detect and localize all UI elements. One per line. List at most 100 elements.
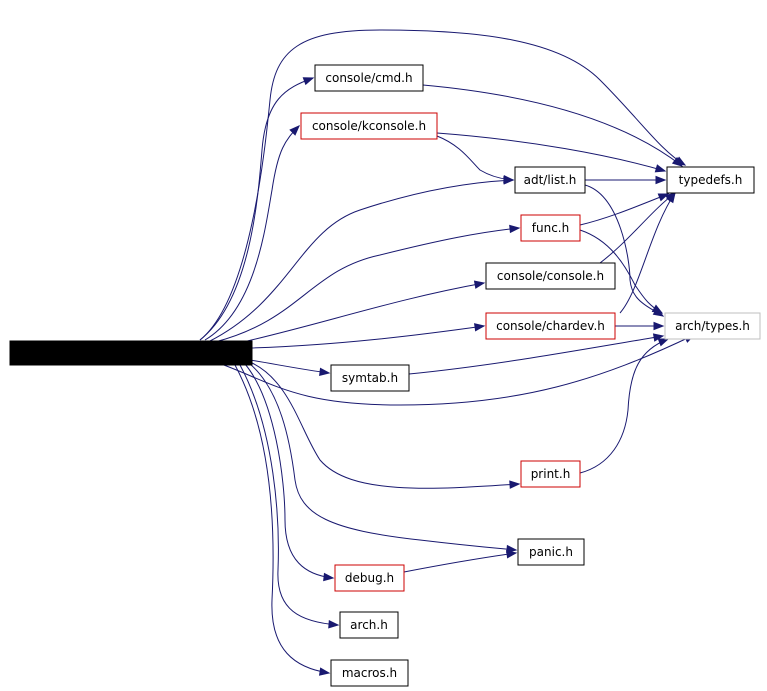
edge-line [579, 338, 669, 474]
edge-line [239, 364, 339, 626]
edge-root-to-chardev [251, 323, 486, 349]
node-box [314, 64, 424, 92]
node-print[interactable]: print.h [520, 460, 581, 488]
node-root[interactable]: kernel/generic/src/console/kconsole.c [9, 340, 253, 366]
arrowhead-icon [474, 323, 486, 332]
arrowhead-icon [509, 224, 521, 234]
edge-symtab-to-types [408, 333, 665, 375]
node-typedefs[interactable]: typedefs.h [666, 166, 755, 194]
edge-print-to-types [579, 338, 670, 474]
edge-line [249, 359, 330, 374]
edge-root-to-list [209, 176, 515, 342]
node-console[interactable]: console/console.h [485, 262, 616, 290]
node-label: print.h [531, 467, 571, 481]
node-box [514, 166, 586, 194]
arrowhead-icon [323, 572, 335, 582]
node-box [485, 262, 616, 290]
node-label: console/kconsole.h [312, 119, 426, 133]
node-label: console/cmd.h [325, 71, 412, 85]
edge-line [199, 29, 686, 341]
node-layer: kernel/generic/src/console/kconsole.c con… [9, 64, 761, 687]
node-label: typedefs.h [679, 173, 743, 187]
edge-line [234, 364, 330, 674]
edge-line [584, 184, 664, 317]
node-func[interactable]: func.h [520, 214, 581, 242]
edge-line [229, 282, 485, 346]
edge-line [436, 135, 514, 181]
edge-line [209, 179, 514, 342]
node-box [666, 166, 755, 194]
edge-chardev-to-types [615, 321, 665, 331]
node-label: panic.h [529, 545, 573, 559]
node-box [334, 564, 405, 592]
arrowhead-icon [289, 125, 300, 136]
edge-line [204, 125, 300, 341]
edge-root-to-macros [234, 364, 331, 676]
edge-root-to-symtab [249, 359, 331, 377]
edge-layer [199, 29, 696, 676]
edge-line [422, 84, 683, 167]
node-macros[interactable]: macros.h [330, 659, 409, 687]
arrowhead-icon [657, 338, 670, 347]
node-symtab[interactable]: symtab.h [330, 364, 410, 392]
node-box [300, 112, 438, 140]
node-label: arch/types.h [675, 319, 750, 333]
node-box [330, 364, 410, 392]
node-label: macros.h [342, 666, 397, 680]
edge-list-to-typedefs [585, 175, 667, 185]
node-label: adt/list.h [524, 173, 577, 187]
node-box [520, 214, 581, 242]
edge-line [214, 227, 520, 343]
node-types[interactable]: arch/types.h [664, 312, 761, 340]
node-arch[interactable]: arch.h [339, 611, 399, 639]
node-box [517, 538, 585, 566]
arrowhead-icon [506, 550, 518, 559]
edge-line [619, 192, 676, 314]
edge-line [436, 132, 666, 172]
node-label: arch.h [350, 618, 388, 632]
edge-root-to-types [209, 334, 696, 406]
edge-list-to-types [584, 184, 665, 317]
node-box [485, 312, 616, 340]
arrowhead-icon [652, 333, 665, 342]
edge-root-to-arch [239, 364, 340, 629]
node-box [330, 659, 409, 687]
node-label: console/chardev.h [496, 319, 605, 333]
edge-func-to-typedefs [579, 193, 670, 226]
node-kconsole[interactable]: console/kconsole.h [300, 112, 438, 140]
edge-line [403, 552, 517, 573]
node-label: func.h [532, 221, 569, 235]
arrowhead-icon [655, 175, 667, 185]
edge-kconsole-to-typedefs [436, 132, 667, 173]
arrowhead-icon [651, 304, 664, 314]
edge-line [244, 363, 334, 579]
edge-line [249, 361, 520, 489]
node-box [664, 312, 761, 340]
edge-root-to-kconsole [204, 125, 300, 341]
edge-root-to-cmd [199, 77, 315, 341]
edge-line [408, 335, 664, 375]
arrowhead-icon [654, 164, 667, 173]
arrowhead-icon [509, 480, 521, 489]
node-chardev[interactable]: console/chardev.h [485, 312, 616, 340]
arrowhead-icon [473, 280, 486, 289]
node-list[interactable]: adt/list.h [514, 166, 586, 194]
edge-debug-to-panic [403, 550, 518, 573]
edge-console-to-typedefs [599, 192, 677, 264]
edge-root-to-func [214, 224, 521, 343]
arrowhead-icon [503, 175, 515, 184]
arrowhead-icon [319, 367, 331, 377]
edge-chardev-to-typedefs [619, 191, 676, 314]
node-box [520, 460, 581, 488]
edge-root-to-console [229, 280, 486, 346]
edge-cmd-to-typedefs [422, 84, 684, 167]
node-label: kernel/generic/src/console/kconsole.c [19, 346, 244, 360]
node-label: debug.h [345, 571, 394, 585]
node-panic[interactable]: panic.h [517, 538, 585, 566]
edge-func-to-types [579, 229, 664, 314]
node-debug[interactable]: debug.h [334, 564, 405, 592]
node-cmd[interactable]: console/cmd.h [314, 64, 424, 92]
node-box [339, 611, 399, 639]
edge-root-to-debug [244, 363, 335, 582]
